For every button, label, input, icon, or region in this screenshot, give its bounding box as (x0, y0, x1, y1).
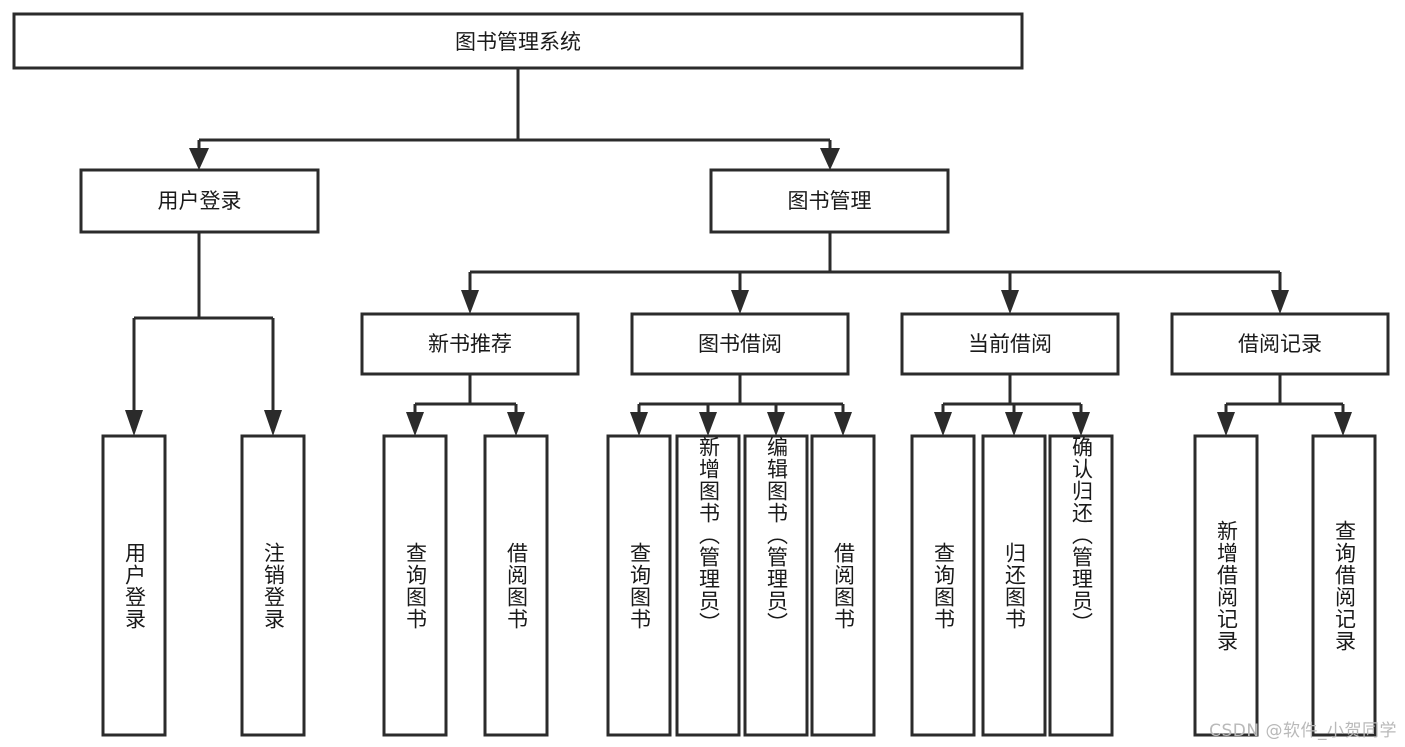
node-user-login[interactable] (79, 168, 320, 234)
arrow-borrowrecord-leaf-2 (1334, 412, 1352, 436)
node-new-book-recommend[interactable] (360, 312, 580, 376)
arrow-to-new-book-rec (461, 290, 479, 314)
node-borrow-record-label: 借阅记录 (1238, 332, 1322, 356)
arrow-to-book-borrow (731, 290, 749, 314)
arrow-bookborrow-leaf-2 (699, 412, 717, 436)
edges-layer (125, 68, 1352, 436)
node-leaf-confirm-return-admin[interactable] (1048, 434, 1114, 737)
arrow-newbook-leaf-1 (406, 412, 424, 436)
node-current-borrow-label: 当前借阅 (968, 332, 1052, 356)
node-book-management[interactable] (709, 168, 950, 234)
node-leaf-query-book-newbook[interactable] (382, 434, 448, 737)
watermark-text: CSDN @软件_小贺同学 (1209, 721, 1397, 741)
arrow-to-user-login (189, 148, 209, 170)
node-user-login-label: 用户登录 (158, 189, 242, 213)
node-borrow-record[interactable] (1170, 312, 1390, 376)
arrow-bookborrow-leaf-4 (834, 412, 852, 436)
node-book-borrow-label: 图书借阅 (698, 332, 782, 356)
node-leaf-add-book-admin[interactable] (675, 434, 741, 737)
node-leaf-edit-book-admin[interactable] (743, 434, 809, 737)
node-leaf-return-book[interactable] (981, 434, 1047, 737)
arrow-to-book-mgmt (820, 148, 840, 170)
node-root-book-management-system[interactable] (12, 12, 1024, 70)
node-book-borrow[interactable] (630, 312, 850, 376)
arrow-to-borrow-record (1271, 290, 1289, 314)
arrow-borrowrecord-leaf-1 (1217, 412, 1235, 436)
node-leaf-borrow-book-newbook[interactable] (483, 434, 549, 737)
arrow-currentborrow-leaf-2 (1005, 412, 1023, 436)
arrow-to-current-borrow (1001, 290, 1019, 314)
node-book-management-label: 图书管理 (788, 189, 872, 213)
node-leaf-query-book-current[interactable] (910, 434, 976, 737)
node-leaf-query-book-borrow[interactable] (606, 434, 672, 737)
nodes-layer: 图书管理系统 用户登录 图书管理 新书推荐 图书借阅 当前借阅 借阅记录 (12, 12, 1390, 737)
arrow-to-leaf-logout (264, 410, 282, 436)
node-leaf-borrow-book[interactable] (810, 434, 876, 737)
arrow-currentborrow-leaf-1 (934, 412, 952, 436)
node-leaf-user-login[interactable] (101, 434, 167, 737)
node-current-borrow[interactable] (900, 312, 1120, 376)
arrow-bookborrow-leaf-1 (630, 412, 648, 436)
node-leaf-logout[interactable] (240, 434, 306, 737)
node-root-label: 图书管理系统 (455, 30, 581, 54)
arrow-currentborrow-leaf-3 (1072, 412, 1090, 436)
node-new-book-recommend-label: 新书推荐 (428, 332, 512, 356)
node-leaf-add-borrow-record[interactable] (1193, 434, 1259, 737)
node-leaf-query-borrow-record[interactable] (1311, 434, 1377, 737)
arrow-newbook-leaf-2 (507, 412, 525, 436)
arrow-to-leaf-user-login (125, 410, 143, 436)
arrow-bookborrow-leaf-3 (767, 412, 785, 436)
